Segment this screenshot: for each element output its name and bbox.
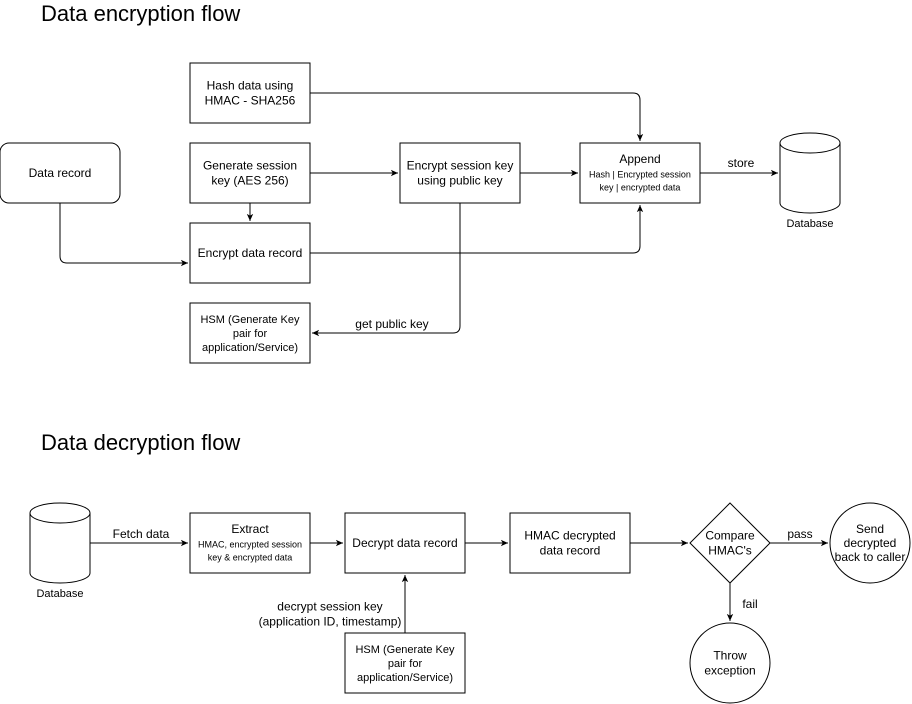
hsm-node-decryption — [344, 632, 466, 694]
encrypt-data-record-node — [189, 222, 311, 284]
encryption-flow-title: Data encryption flow — [41, 1, 241, 26]
decrypt-data-record-label: Decrypt data record — [352, 536, 457, 550]
database-label-decryption: Database — [36, 588, 83, 600]
database-label-encryption: Database — [786, 218, 833, 230]
edge-label-store: store — [728, 156, 755, 170]
database-node-encryption — [779, 132, 841, 214]
extract-title: Extract — [231, 522, 269, 536]
edge-label-decrypt-session-key: decrypt session key(application ID, time… — [259, 600, 402, 629]
data-record-label: Data record — [29, 166, 92, 180]
edge-label-pass: pass — [787, 527, 812, 541]
append-title: Append — [619, 152, 660, 166]
edge-encryptkey-to-hsm — [312, 203, 461, 337]
edge-label-fail: fail — [742, 597, 757, 611]
edge-label-fetch-data: Fetch data — [113, 527, 170, 541]
edge-label-get-public-key: get public key — [355, 317, 428, 331]
compare-hmac-node — [689, 502, 771, 584]
edge-datarecord-to-encryptrecord — [59, 203, 188, 267]
edge-encryptrecord-to-append — [310, 205, 644, 254]
append-node — [579, 142, 701, 204]
edge-hash-to-append — [310, 92, 644, 141]
throw-exception-node — [689, 622, 771, 704]
hash-node — [189, 62, 311, 124]
database-node-decryption — [29, 502, 91, 584]
encrypt-session-key-node — [399, 142, 521, 204]
data-record-node — [0, 142, 121, 204]
decrypt-data-record-node — [344, 512, 466, 574]
hmac-decrypted-node — [509, 512, 631, 574]
decryption-flow-title: Data decryption flow — [41, 430, 241, 455]
hsm-node-encryption — [189, 302, 311, 364]
extract-node — [189, 512, 311, 574]
send-back-node — [829, 502, 911, 584]
generate-session-key-node — [189, 142, 311, 204]
encrypt-data-record-label: Encrypt data record — [198, 246, 303, 260]
